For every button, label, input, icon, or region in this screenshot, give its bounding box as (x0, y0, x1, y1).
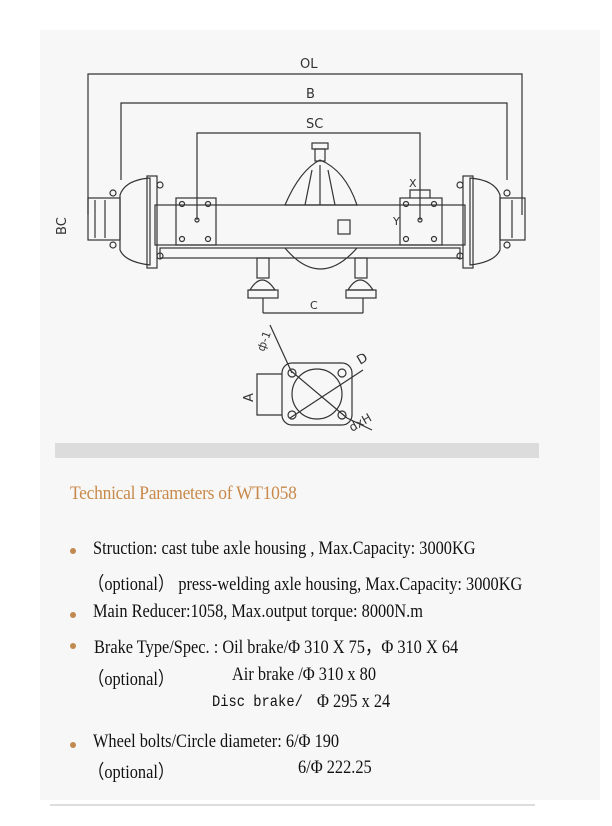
param-air-brake: Air brake /Φ 310 x 80 (232, 664, 376, 685)
label-ol: OL (300, 57, 318, 72)
label-y: Y (392, 215, 400, 228)
param-structure-optional: （optional） press-welding axle housing, M… (88, 574, 523, 595)
label-bc: BC (55, 217, 70, 235)
differential (284, 142, 358, 270)
dimension-ol (87, 73, 523, 215)
label-a: A (242, 393, 257, 402)
left-brake-chamber (247, 257, 279, 313)
left-wheel-hub (87, 175, 164, 269)
divider-bar (55, 443, 539, 458)
left-spring-seat (175, 197, 217, 246)
bullet-icon (70, 548, 76, 554)
label-phi: ф-1 (255, 329, 274, 353)
bullet-icon (70, 742, 76, 748)
param-wheel-bolts-optional-label: （optional） (88, 762, 175, 783)
right-wheel-hub (456, 175, 526, 269)
param-main-reducer: Main Reducer:1058, Max.output torque: 80… (93, 601, 423, 622)
dimension-sc (196, 132, 421, 220)
param-structure: Struction: cast tube axle housing , Max.… (93, 538, 476, 559)
right-spring-seat (399, 189, 443, 246)
param-wheel-bolts: Wheel bolts/Circle diameter: 6/Φ 190 (93, 731, 340, 752)
bullet-icon (70, 643, 76, 649)
label-sc: SC (306, 117, 323, 132)
flange-detail (256, 324, 373, 431)
bottom-divider (50, 804, 535, 806)
label-b: B (306, 87, 315, 102)
label-dxh: dxH (347, 411, 375, 435)
param-brake-optional-label: （optional） (88, 669, 175, 690)
axle-technical-drawing: OL B SC BC X Y C ф-1 D A dxH (55, 57, 526, 435)
axle-housing (154, 204, 466, 246)
bullet-icon (70, 612, 76, 618)
right-brake-chamber (345, 257, 377, 313)
dimension-b (120, 102, 508, 180)
param-wheel-bolts-optional-value: 6/Φ 222.25 (298, 757, 372, 778)
label-c: C (310, 299, 318, 312)
lower-tube (159, 247, 461, 259)
label-x: X (409, 177, 417, 190)
param-brake: Brake Type/Spec. : Oil brake/Φ 310 X 75，… (94, 637, 459, 658)
param-disc-brake-label: Disc brake/ (212, 693, 303, 711)
label-d: D (355, 350, 371, 368)
section-title: Technical Parameters of WT1058 (70, 483, 297, 504)
param-disc-brake-value: Φ 295 x 24 (317, 691, 391, 712)
